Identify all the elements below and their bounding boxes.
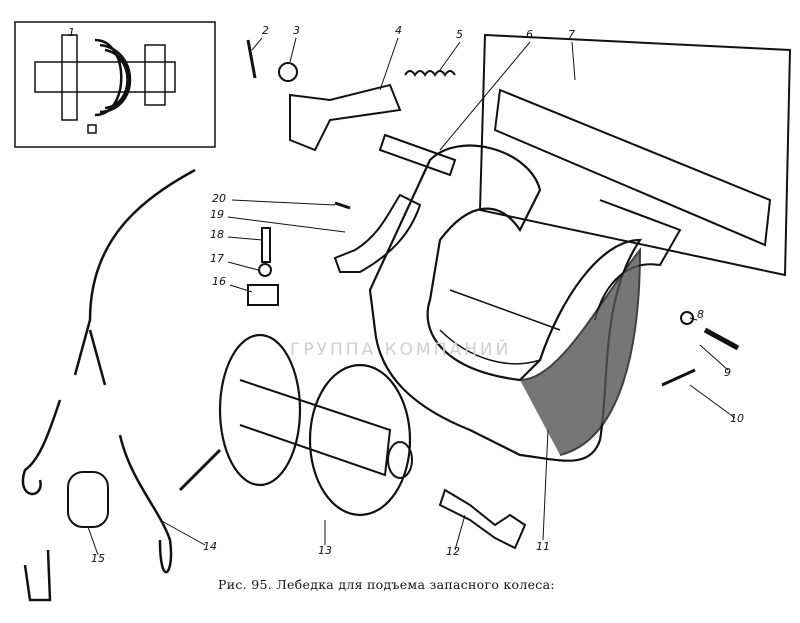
label-3: 3 <box>293 24 300 37</box>
bolt-small <box>178 448 222 492</box>
label-9: 9 <box>724 366 731 379</box>
clamp <box>333 193 422 273</box>
label-6: 6 <box>526 28 533 41</box>
screw-small <box>334 201 351 210</box>
label-2: 2 <box>262 24 269 37</box>
washer-right <box>680 311 694 325</box>
spring <box>404 70 456 77</box>
axle-pin <box>378 133 457 177</box>
label-7: 7 <box>568 28 575 41</box>
washer <box>278 62 298 82</box>
cable <box>73 168 196 386</box>
label-18: 18 <box>210 228 224 241</box>
cotter-right <box>661 368 696 387</box>
label-10: 10 <box>730 412 744 425</box>
label-15: 15 <box>91 552 105 565</box>
mounting-plate <box>478 33 792 277</box>
cable-hook <box>21 399 62 602</box>
label-20: 20 <box>212 192 226 205</box>
label-17: 17 <box>210 252 224 265</box>
screw <box>261 227 271 263</box>
label-1: 1 <box>68 26 75 39</box>
label-12: 12 <box>446 545 460 558</box>
cable-clamp-block <box>67 471 109 528</box>
label-5: 5 <box>456 28 463 41</box>
lock-washer <box>258 263 272 277</box>
label-11: 11 <box>536 540 550 553</box>
label-4: 4 <box>395 24 402 37</box>
figure-caption: Рис. 95. Лебедка для подъема запасного к… <box>218 577 555 592</box>
nut-plate <box>247 284 279 306</box>
bolt <box>438 488 527 550</box>
label-13: 13 <box>318 544 332 557</box>
label-19: 19 <box>210 208 224 221</box>
leader-lines <box>87 37 736 556</box>
pin-right <box>703 327 740 351</box>
bracket-body <box>368 144 682 462</box>
watermark-tagline: ГРУППА КОМПАНИЙ <box>290 340 512 360</box>
cotter-pin <box>246 39 257 79</box>
label-8: 8 <box>697 308 704 321</box>
label-14: 14 <box>203 540 217 553</box>
winch-drum <box>218 333 413 517</box>
cable-loop <box>118 434 173 574</box>
label-16: 16 <box>212 275 226 288</box>
inset-detail <box>14 21 216 148</box>
lever <box>289 83 402 152</box>
